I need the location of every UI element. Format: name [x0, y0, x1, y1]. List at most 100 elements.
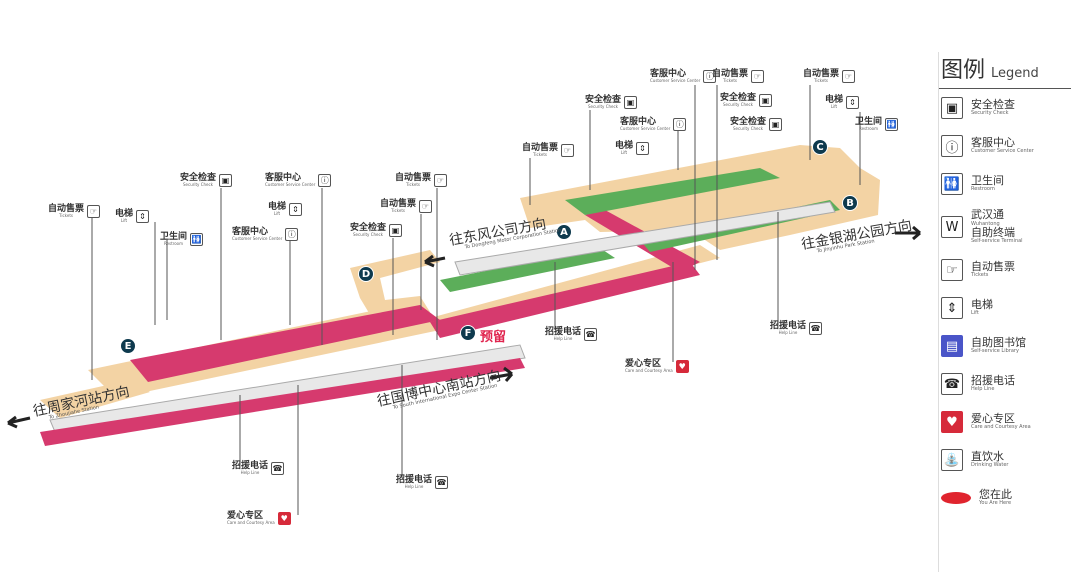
- reserved-label: 预留: [480, 330, 507, 345]
- callout-en: Lift: [620, 150, 628, 155]
- callout-en: Security Check: [588, 104, 619, 109]
- legend-en: Lift: [971, 310, 979, 317]
- callout-en: Lift: [830, 104, 838, 109]
- security-check-icon: ▣: [759, 94, 773, 107]
- callout-en: Help Line: [778, 330, 798, 335]
- callout-en: Tickets: [814, 78, 828, 83]
- legend-zh: 您在此: [979, 488, 1012, 502]
- callout-zh: 安全检查: [180, 173, 217, 183]
- callout-en: Security Check: [353, 232, 384, 237]
- exit-d-marker: D: [358, 266, 374, 282]
- wuhantong-terminal-icon: W: [941, 216, 963, 238]
- ticket-machine-icon: ☞: [561, 144, 575, 157]
- concourse-lower: [40, 380, 150, 418]
- legend-zh: 卫生间: [971, 174, 1004, 188]
- legend-zh: 电梯: [971, 298, 993, 312]
- callout-en: Care and Courtesy Area: [227, 520, 275, 525]
- train-upper: [454, 201, 836, 276]
- callout-zh: 自动售票: [712, 69, 749, 79]
- callout-en: Help Line: [553, 336, 573, 341]
- callout-zh: 自动售票: [803, 69, 840, 79]
- callout-en: Customer Service Center: [265, 182, 316, 187]
- callout-zh: 安全检查: [730, 117, 767, 127]
- callout-en: Security Check: [723, 102, 754, 107]
- legend-en: You Are Here: [979, 500, 1012, 507]
- callout-en: Lift: [273, 211, 281, 216]
- transfer-corridor: [430, 262, 700, 338]
- callout-zh: 客服中心: [650, 69, 687, 79]
- help-line-icon: ☎: [584, 328, 598, 341]
- callout-en: Care and Courtesy Area: [625, 368, 673, 373]
- ticket-machine-icon: ☞: [419, 200, 433, 213]
- care-area-icon: ♥: [675, 360, 689, 373]
- help-line-icon: ☎: [941, 373, 963, 395]
- callout-zh: 招援电话: [396, 475, 433, 485]
- help-line-icon: ☎: [271, 462, 285, 475]
- ticket-machine-icon: ☞: [842, 70, 856, 83]
- drinking-water-icon: ⛲: [941, 449, 963, 471]
- help-line-icon: ☎: [435, 476, 449, 489]
- customer-service-icon: ⓘ: [285, 228, 299, 241]
- callout-zh: 客服中心: [232, 227, 269, 237]
- callout-zh: 电梯: [825, 95, 844, 105]
- callout-zh: 自动售票: [48, 204, 85, 214]
- restroom-icon: 🚻: [190, 233, 204, 246]
- callout-zh: 客服中心: [265, 173, 302, 183]
- legend-zh: 自动售票: [971, 260, 1015, 274]
- lift-icon: ⇕: [941, 297, 963, 319]
- callout-zh: 爱心专区: [625, 359, 662, 369]
- platform-west-pink: [130, 305, 440, 382]
- care-area-icon: ♥: [941, 411, 963, 433]
- callout-zh: 客服中心: [620, 117, 657, 127]
- lift-icon: ⇕: [636, 142, 650, 155]
- legend-zh: 爱心专区: [971, 412, 1015, 426]
- concourse-d-area: [350, 250, 440, 318]
- direction-arrows: [7, 225, 921, 429]
- legend-zh: 直饮水: [971, 450, 1004, 464]
- exit-b-marker: B: [842, 195, 858, 211]
- security-check-icon: ▣: [941, 97, 963, 119]
- security-check-icon: ▣: [219, 174, 233, 187]
- legend-zh: 安全检查: [971, 98, 1015, 112]
- callout-en: Tickets: [391, 208, 405, 213]
- legend-title: 图例 Legend: [939, 52, 1071, 89]
- restroom-icon: 🚻: [885, 118, 899, 131]
- exit-f-marker: F: [460, 325, 476, 341]
- callout-zh: 卫生间: [855, 117, 883, 127]
- platform-east-green: [565, 168, 780, 215]
- legend-zh: 武汉通: [971, 208, 1004, 222]
- legend-zh: 客服中心: [971, 136, 1015, 150]
